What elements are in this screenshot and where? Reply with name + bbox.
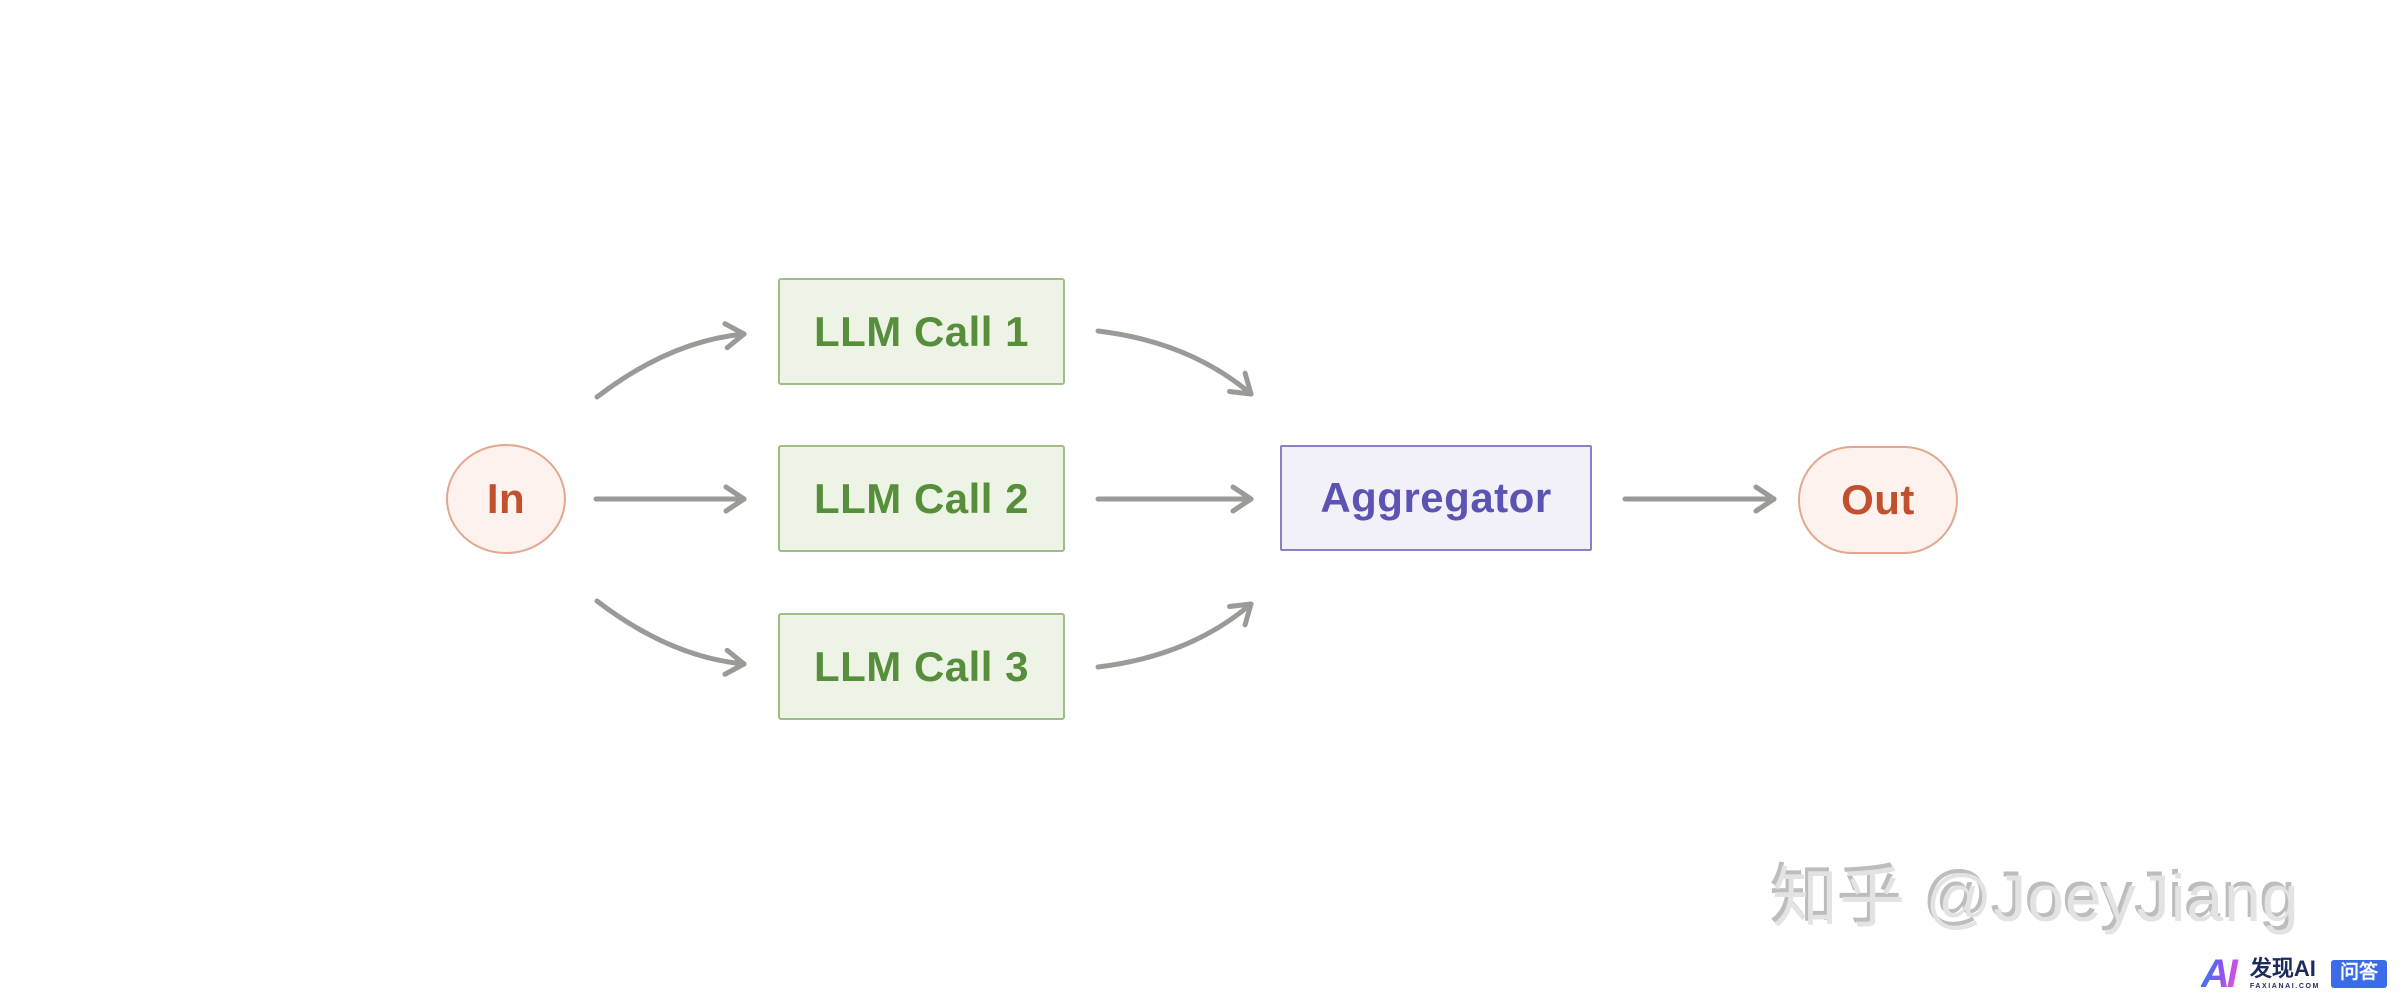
node-in-label: In	[486, 475, 526, 522]
arrow-in-to-llm-call-3	[594, 598, 747, 677]
node-llm-call-1: LLM Call 1	[778, 278, 1065, 385]
faxianai-logo[interactable]: AI 发现AI FAXIANAI.COM 问答	[2201, 954, 2387, 994]
node-llm-call-2: LLM Call 2	[778, 445, 1065, 552]
ai-gradient-logo-icon: AI	[2201, 954, 2239, 994]
node-llm-call-3-label: LLM Call 3	[813, 642, 1030, 690]
qa-badge[interactable]: 问答	[2330, 960, 2387, 988]
node-in: In	[446, 444, 566, 554]
node-out: Out	[1798, 446, 1958, 554]
node-aggregator: Aggregator	[1280, 445, 1592, 551]
brand-name: 发现AI	[2249, 956, 2316, 981]
brand-domain: FAXIANAI.COM	[2249, 983, 2320, 990]
node-aggregator-label: Aggregator	[1320, 474, 1552, 521]
node-llm-call-3: LLM Call 3	[778, 613, 1065, 720]
arrow-llm-call-3-to-aggregator	[1095, 601, 1254, 670]
arrow-llm-call-1-to-aggregator	[1095, 328, 1254, 397]
node-llm-call-2-label: LLM Call 2	[813, 474, 1030, 522]
zhihu-watermark: 知乎 @JoeyJiang	[1772, 861, 2300, 935]
node-llm-call-1-label: LLM Call 1	[813, 307, 1030, 355]
brand-text-block: 发现AI FAXIANAI.COM	[2249, 956, 2320, 991]
arrow-in-to-llm-call-1	[594, 321, 747, 400]
node-out-label: Out	[1841, 476, 1915, 523]
